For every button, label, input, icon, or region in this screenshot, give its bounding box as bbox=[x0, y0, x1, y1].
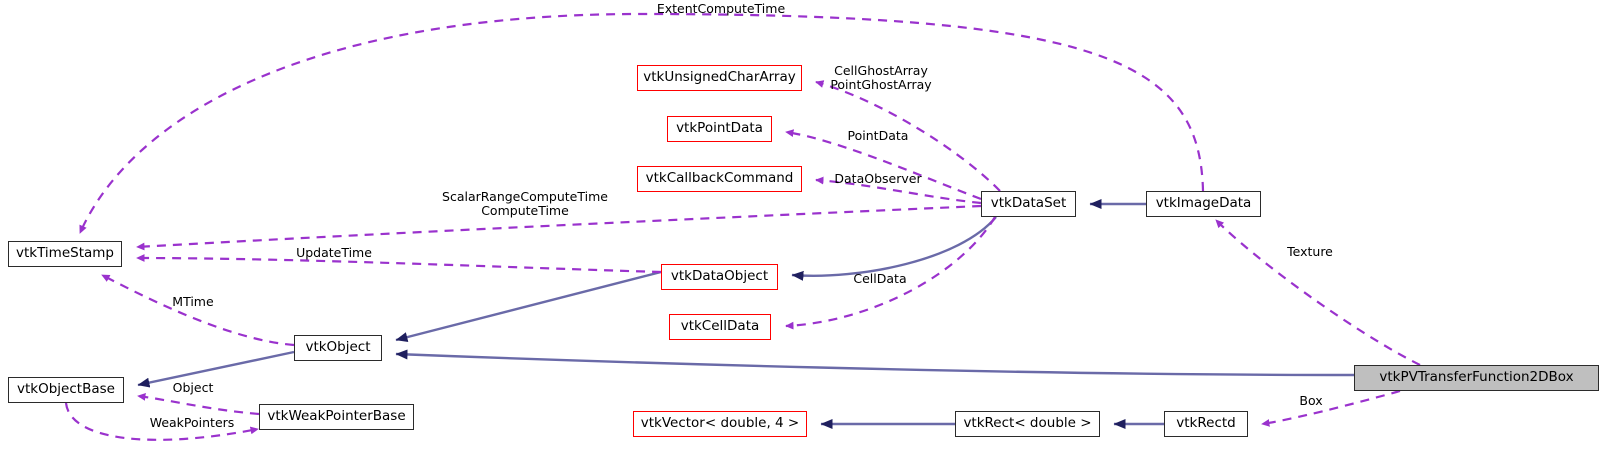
node-label: vtkDataSet bbox=[990, 195, 1067, 212]
inheritance-edges bbox=[137, 199, 1355, 429]
edge-vtkDataObject-vtkObject bbox=[395, 270, 662, 342]
edge-vtkDataSet-vtkDataObject bbox=[791, 216, 997, 281]
node-label: vtkTimeStamp bbox=[16, 245, 114, 262]
node-label: vtkImageData bbox=[1155, 195, 1252, 212]
node-vtkCallbackCommand[interactable]: vtkCallbackCommand bbox=[637, 166, 802, 192]
node-label: vtkWeakPointerBase bbox=[267, 408, 406, 425]
association-edges bbox=[64, 12, 1421, 441]
node-vtkPVTransferFunction2DBox[interactable]: vtkPVTransferFunction2DBox bbox=[1354, 365, 1599, 391]
edge-ExtentComputeTime bbox=[78, 12, 1205, 234]
node-vtkObjectBase[interactable]: vtkObjectBase bbox=[8, 377, 124, 403]
edge-Texture bbox=[1215, 219, 1421, 366]
edge-vtkObject-vtkObjectBase bbox=[137, 350, 295, 388]
edge-ScalarRangeComputeTime bbox=[136, 204, 982, 251]
node-vtkUnsignedCharArray[interactable]: vtkUnsignedCharArray bbox=[637, 65, 802, 91]
node-vtkCellData[interactable]: vtkCellData bbox=[669, 314, 771, 340]
edge-WeakPointers bbox=[64, 402, 259, 441]
node-label: vtkPVTransferFunction2DBox bbox=[1379, 369, 1574, 386]
edge-label-point-data: PointData bbox=[847, 128, 909, 143]
node-vtkVector[interactable]: vtkVector< double, 4 > bbox=[633, 411, 807, 437]
node-label: vtkPointData bbox=[676, 120, 763, 137]
node-label: vtkUnsignedCharArray bbox=[643, 69, 796, 86]
edge-label-mtime: MTime bbox=[172, 294, 214, 309]
node-label: vtkCallbackCommand bbox=[645, 170, 794, 187]
node-vtkPointData[interactable]: vtkPointData bbox=[667, 116, 772, 142]
edge-PointData bbox=[785, 129, 982, 201]
node-label: vtkRectd bbox=[1176, 415, 1236, 432]
edge-CellGhostArray bbox=[815, 80, 1001, 192]
edge-Box bbox=[1261, 389, 1401, 427]
node-label: vtkCellData bbox=[680, 318, 760, 335]
node-vtkImageData[interactable]: vtkImageData bbox=[1146, 191, 1261, 217]
edge-vtkPVBox-vtkObject bbox=[395, 349, 1355, 377]
node-label: vtkDataObject bbox=[670, 268, 769, 285]
edge-label-cell-data: CellData bbox=[853, 271, 907, 286]
edge-DataObserver bbox=[815, 176, 982, 205]
node-vtkWeakPointerBase[interactable]: vtkWeakPointerBase bbox=[259, 404, 414, 430]
node-vtkObject[interactable]: vtkObject bbox=[294, 335, 382, 361]
edge-label-object: Object bbox=[172, 380, 214, 395]
node-vtkRectd[interactable]: vtkRectd bbox=[1164, 411, 1248, 437]
edge-Object bbox=[137, 393, 260, 416]
node-label: vtkObject bbox=[305, 339, 371, 356]
node-vtkTimeStamp[interactable]: vtkTimeStamp bbox=[8, 241, 122, 267]
node-vtkDataSet[interactable]: vtkDataSet bbox=[981, 191, 1076, 217]
node-label: vtkRect< double > bbox=[963, 415, 1092, 432]
node-vtkRect[interactable]: vtkRect< double > bbox=[955, 411, 1100, 437]
edge-label-weak-pointers: WeakPointers bbox=[149, 415, 235, 430]
edge-label-texture: Texture bbox=[1287, 244, 1333, 259]
node-label: vtkObjectBase bbox=[17, 381, 115, 398]
edge-label-data-observer: DataObserver bbox=[834, 171, 922, 186]
edge-label-update-time: UpdateTime bbox=[296, 245, 372, 260]
edge-CellData bbox=[785, 216, 996, 330]
edge-label-scalar-range-compute-time: ScalarRangeComputeTime ComputeTime bbox=[442, 189, 608, 218]
edge-label-box: Box bbox=[1299, 393, 1323, 408]
edge-label-extent-compute-time: ExtentComputeTime bbox=[656, 1, 786, 16]
node-vtkDataObject[interactable]: vtkDataObject bbox=[661, 264, 778, 290]
edge-MTime bbox=[101, 274, 295, 347]
edge-label-ghost-arrays: CellGhostArray PointGhostArray bbox=[830, 63, 932, 92]
node-label: vtkVector< double, 4 > bbox=[640, 415, 800, 432]
edge-UpdateTime bbox=[136, 254, 662, 274]
